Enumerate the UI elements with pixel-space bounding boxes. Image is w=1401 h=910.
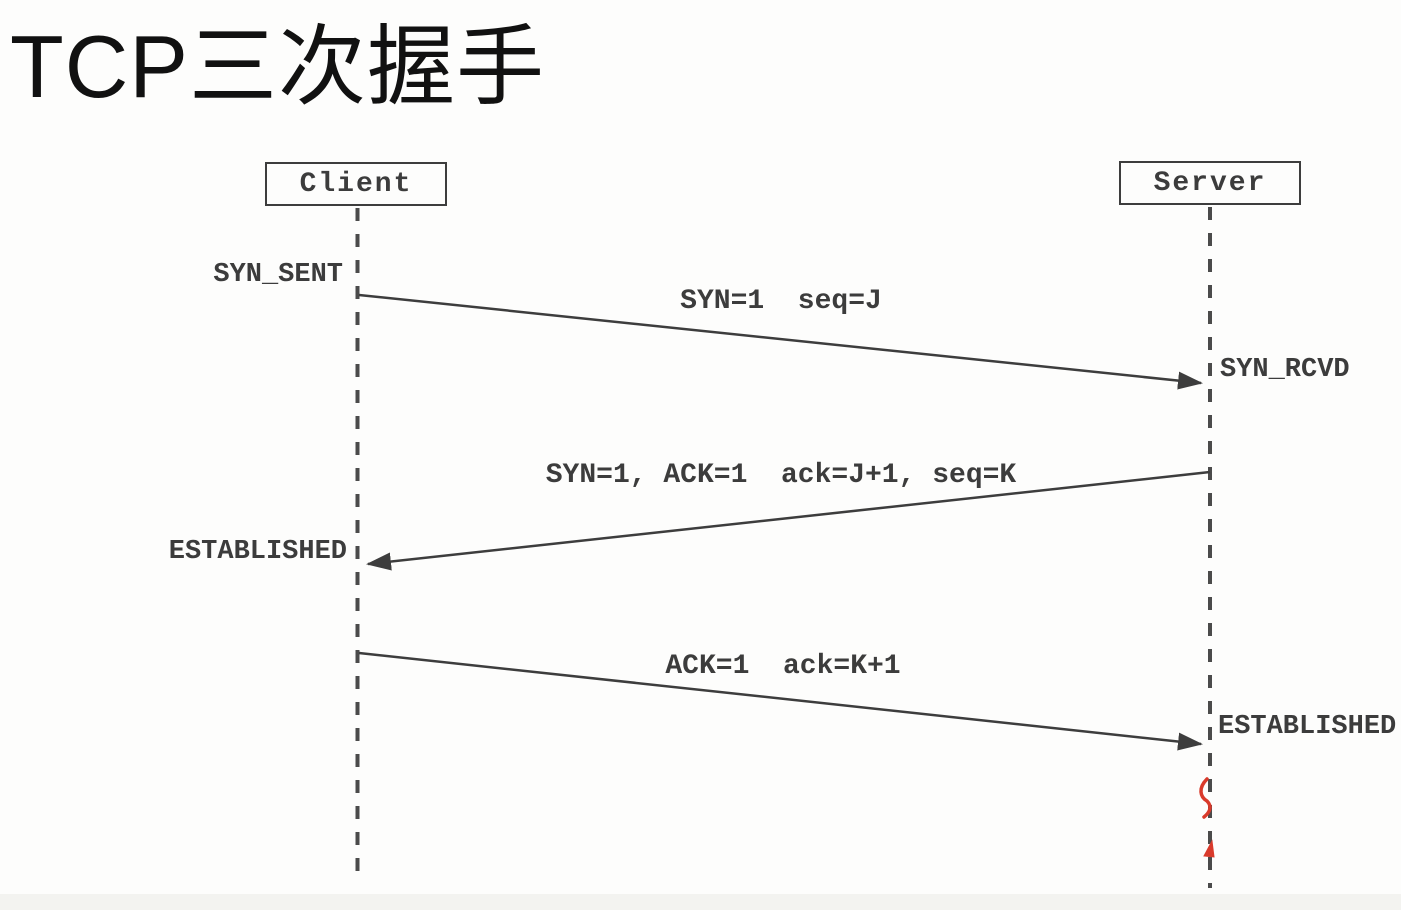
message-label-syn: SYN=1 seq=J	[680, 286, 882, 317]
message-label-ack: ACK=1 ack=K+1	[665, 651, 901, 682]
red-annotation-tick	[1203, 839, 1215, 858]
client-actor-box: Client	[265, 162, 447, 206]
server-actor-label: Server	[1153, 167, 1267, 199]
server-actor-box: Server	[1119, 161, 1301, 205]
page-title: TCP三次握手	[10, 17, 546, 116]
client-actor-label: Client	[299, 168, 413, 200]
message-arrow-synack	[366, 470, 1211, 571]
state-label-syn-rcvd: SYN_RCVD	[1220, 355, 1350, 385]
red-annotation-squiggle	[1199, 777, 1212, 819]
message-label-synack: SYN=1, ACK=1 ack=J+1, seq=K	[545, 460, 1017, 491]
bottom-edge-strip	[0, 894, 1401, 910]
state-label-client-established: ESTABLISHED	[168, 537, 347, 567]
message-arrow-ack	[358, 651, 1203, 751]
state-label-syn-sent: SYN_SENT	[213, 260, 343, 290]
message-arrow-syn	[358, 293, 1203, 390]
state-label-server-established: ESTABLISHED	[1218, 712, 1397, 742]
